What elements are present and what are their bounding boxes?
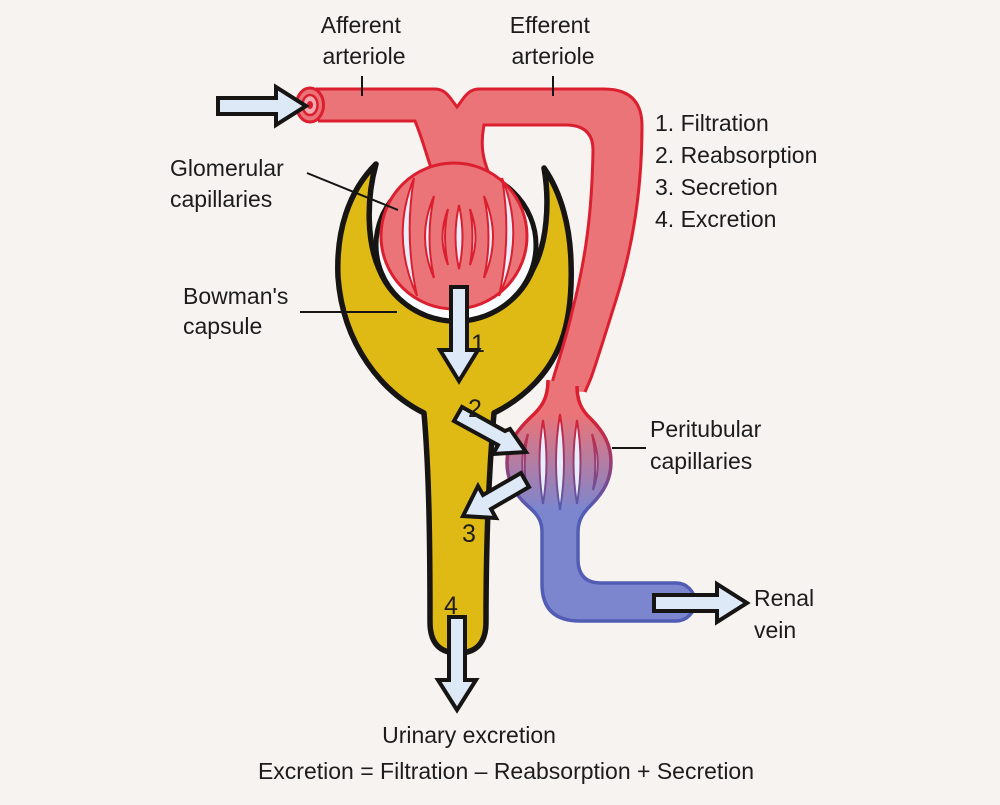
flow-arrows <box>216 83 751 714</box>
glomerular-pointer-line <box>306 172 399 211</box>
arteriole-outline-inner <box>480 123 595 391</box>
process-legend: 1. Filtration 2. Reabsorption 3. Secreti… <box>655 110 817 232</box>
step-marker-4: 4 <box>444 592 458 620</box>
arteriole-vessels <box>316 89 642 392</box>
renal-vein-arrow <box>652 580 751 626</box>
legend-item-excretion: 4. Excretion <box>655 206 776 232</box>
secretion-arrow <box>459 470 532 521</box>
step-marker-2: 2 <box>468 395 482 423</box>
peritubular-capillaries-and-vein <box>507 380 695 621</box>
glomerular-capillaries-label: Glomerular capillaries <box>170 155 290 212</box>
arteriole-outline-top <box>316 87 644 393</box>
legend-item-filtration: 1. Filtration <box>655 110 769 136</box>
afferent-opening-ring <box>295 86 325 124</box>
legend-item-reabsorption: 2. Reabsorption <box>655 142 817 168</box>
efferent-arteriole-label: Efferent arteriole <box>510 12 597 69</box>
step-marker-1: 1 <box>471 330 485 358</box>
bowmans-capsule-label: Bowman's capsule <box>183 283 295 339</box>
peritubular-capillaries-label: Peritubular capillaries <box>650 416 768 474</box>
excretion-equation: Excretion = Filtration – Reabsorption + … <box>258 758 754 784</box>
excretion-arrow <box>434 615 480 714</box>
blood-inflow-arrow <box>216 83 310 129</box>
reabsorption-arrow <box>451 404 530 457</box>
step-marker-3: 3 <box>462 520 476 548</box>
afferent-arteriole-label: Afferent arteriole <box>321 12 408 69</box>
renal-vein-label: Renal vein <box>754 585 821 643</box>
urinary-excretion-label: Urinary excretion <box>382 722 556 748</box>
legend-item-secretion: 3. Secretion <box>655 174 778 200</box>
pointer-lines <box>300 76 646 449</box>
filtration-arrow <box>436 285 482 385</box>
glomerular-capillary-loops <box>401 177 515 297</box>
